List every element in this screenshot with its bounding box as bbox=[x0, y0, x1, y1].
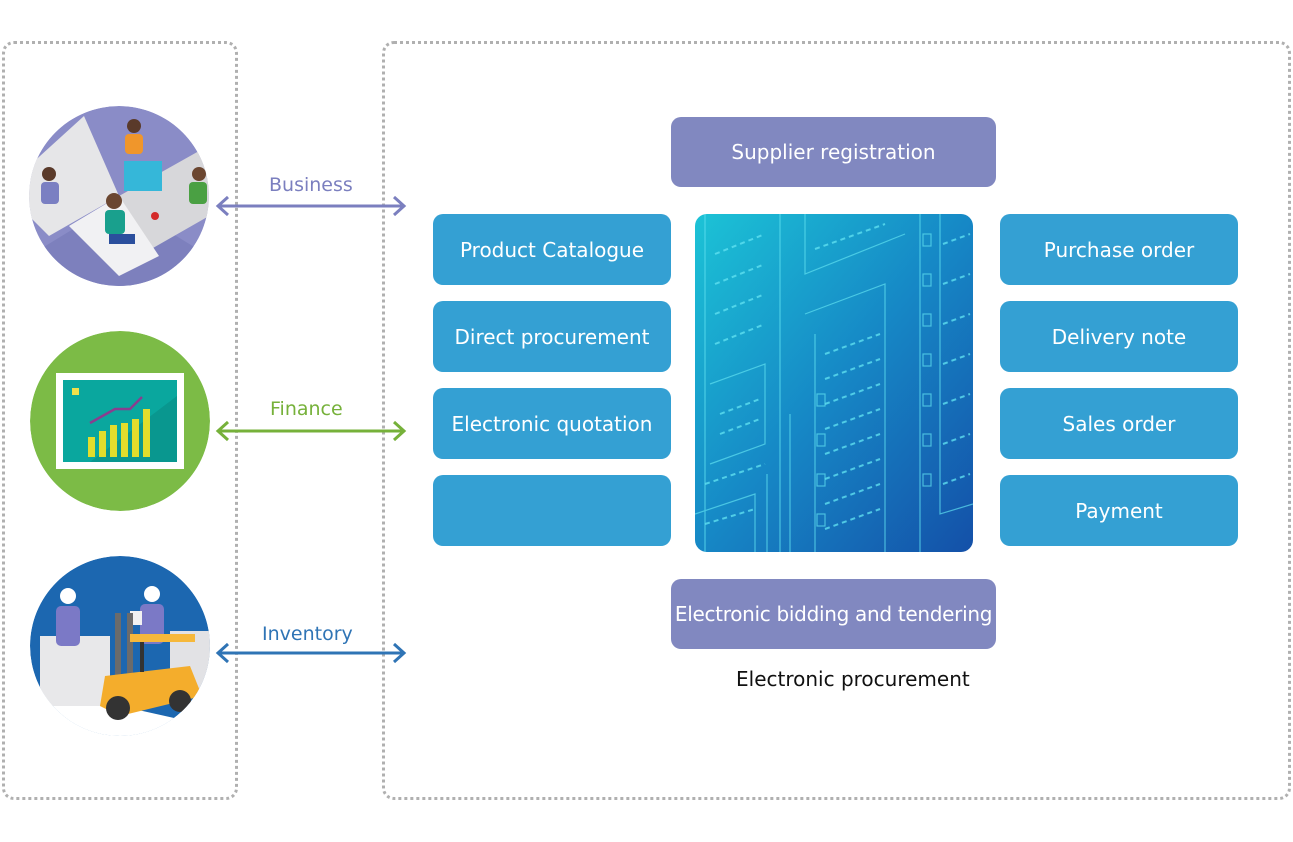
business-label: Business bbox=[269, 174, 353, 196]
inventory-label: Inventory bbox=[262, 623, 353, 645]
electronic-bidding-module[interactable]: Electronic bidding and tendering bbox=[671, 579, 996, 649]
payment-module[interactable]: Payment bbox=[1000, 475, 1238, 546]
office-workers-illustration-icon bbox=[29, 106, 209, 286]
actors-panel bbox=[2, 41, 238, 800]
financial-chart-illustration-icon bbox=[30, 331, 210, 511]
procurement-panel bbox=[382, 41, 1291, 800]
supplier-registration-module[interactable]: Supplier registration bbox=[671, 117, 996, 187]
diagram-caption: Electronic procurement bbox=[736, 667, 970, 691]
empty-module[interactable] bbox=[433, 475, 671, 546]
electronic-quotation-module[interactable]: Electronic quotation bbox=[433, 388, 671, 459]
circuit-board-illustration-icon bbox=[695, 214, 973, 552]
finance-label: Finance bbox=[270, 398, 343, 420]
inventory-connector-arrow bbox=[214, 641, 408, 665]
direct-procurement-module[interactable]: Direct procurement bbox=[433, 301, 671, 372]
delivery-note-module[interactable]: Delivery note bbox=[1000, 301, 1238, 372]
product-catalogue-module[interactable]: Product Catalogue bbox=[433, 214, 671, 285]
forklift-warehouse-illustration-icon bbox=[30, 556, 210, 736]
finance-connector-arrow bbox=[214, 419, 408, 443]
sales-order-module[interactable]: Sales order bbox=[1000, 388, 1238, 459]
purchase-order-module[interactable]: Purchase order bbox=[1000, 214, 1238, 285]
business-connector-arrow bbox=[214, 194, 408, 218]
